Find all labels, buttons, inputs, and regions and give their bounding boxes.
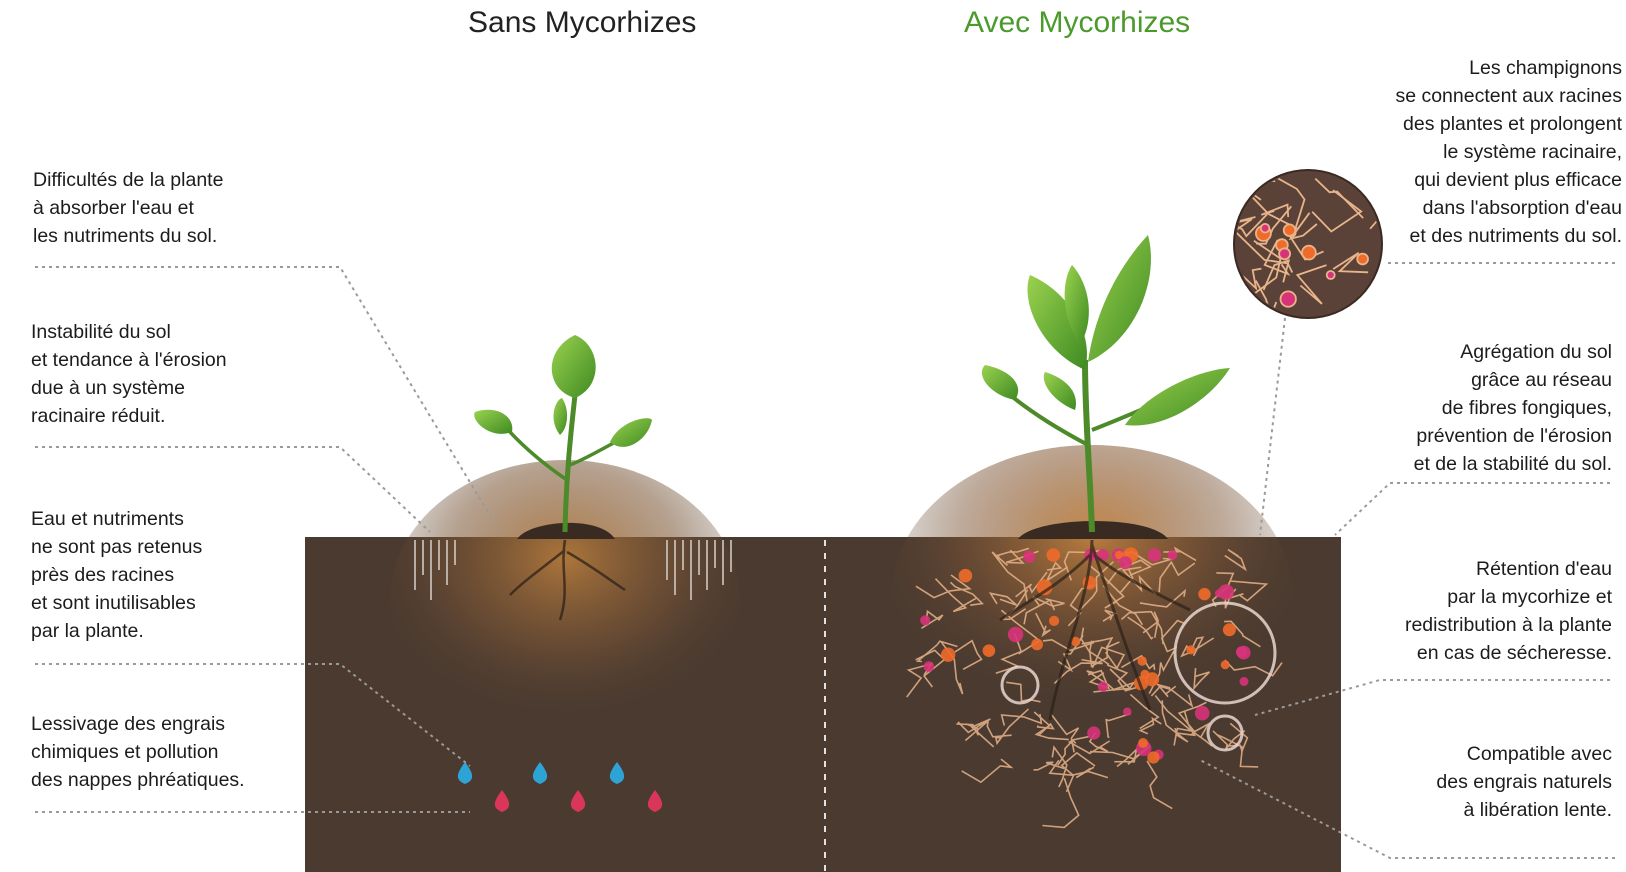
spore: [1087, 726, 1100, 739]
zoom-spore: [1261, 224, 1270, 233]
spore: [941, 648, 955, 662]
spore: [1098, 682, 1108, 692]
zoom-spore: [1279, 248, 1290, 259]
spore: [1167, 550, 1177, 560]
note-soil-instability: Instabilité du sol et tendance à l'érosi…: [31, 318, 227, 430]
spore: [1223, 623, 1236, 636]
spore: [959, 569, 973, 583]
note-water-retention: Rétention d'eau par la mycorhize et redi…: [1405, 555, 1612, 667]
spore: [1237, 646, 1251, 660]
zoom-hyphae-strand: [1245, 159, 1274, 181]
zoom-spore: [1302, 246, 1316, 260]
zoom-hyphae-strand: [1229, 304, 1263, 313]
zoom-spore: [1327, 271, 1335, 279]
title-without-mycorrhiza: Sans Mycorhizes: [468, 6, 696, 40]
note-fertilizer-leaching: Lessivage des engrais chimiques et pollu…: [31, 710, 245, 794]
note-natural-fertilizers: Compatible avec des engrais naturels à l…: [1436, 740, 1612, 824]
spore: [1049, 616, 1059, 626]
magnifier-circle-icon: [1213, 116, 1401, 318]
spore: [983, 644, 996, 657]
spore: [920, 615, 930, 625]
note-water-not-retained: Eau et nutriments ne sont pas retenus pr…: [31, 505, 202, 645]
zoom-spore: [1357, 254, 1368, 265]
spore: [1198, 588, 1210, 600]
spore: [1023, 551, 1035, 563]
spore: [1221, 660, 1230, 669]
spore: [924, 661, 935, 672]
zoom-spore: [1284, 224, 1296, 236]
note-absorption-difficulty: Difficultés de la plante à absorber l'ea…: [33, 166, 223, 250]
title-with-mycorrhiza: Avec Mycorhizes: [964, 6, 1190, 40]
spore: [1240, 677, 1249, 686]
spore: [1195, 706, 1210, 721]
spore: [1148, 548, 1162, 562]
spore: [1008, 627, 1023, 642]
spore: [1186, 645, 1195, 654]
spore: [1031, 639, 1043, 651]
spore: [1119, 556, 1132, 569]
zoom-spore: [1281, 291, 1296, 306]
spore: [1047, 548, 1061, 562]
spore: [1138, 738, 1148, 748]
note-soil-aggregation: Agrégation du sol grâce au réseau de fib…: [1414, 338, 1612, 478]
spore: [1123, 708, 1131, 716]
note-fungi-connect: Les champignons se connectent aux racine…: [1395, 54, 1622, 250]
spore: [1218, 584, 1234, 600]
spore: [1138, 656, 1147, 665]
